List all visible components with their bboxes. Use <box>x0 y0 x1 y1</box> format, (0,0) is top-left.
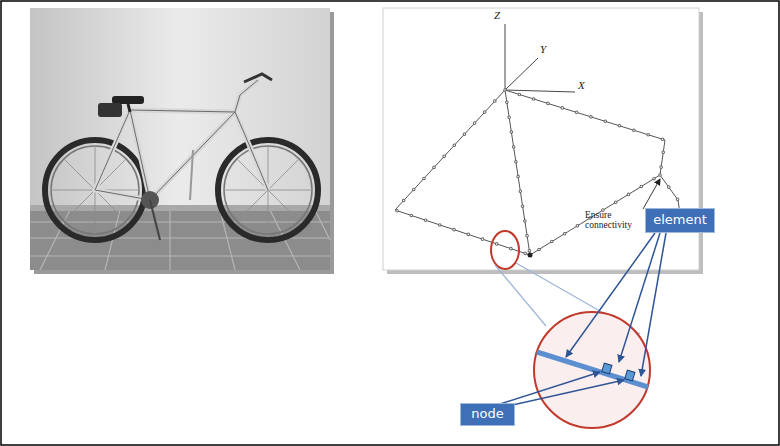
callout-tag: element <box>645 208 715 233</box>
axis-label: Y <box>540 44 546 56</box>
axis-label: Z <box>494 10 500 22</box>
annotation-note: Ensure connectivity <box>585 211 641 231</box>
zoom-callout <box>491 231 666 428</box>
axis-label: X <box>578 80 585 92</box>
bicycle-photo <box>30 8 334 274</box>
tag-text: element <box>653 213 707 227</box>
callout-tag: node <box>460 403 515 426</box>
tag-text: node <box>471 407 503 421</box>
